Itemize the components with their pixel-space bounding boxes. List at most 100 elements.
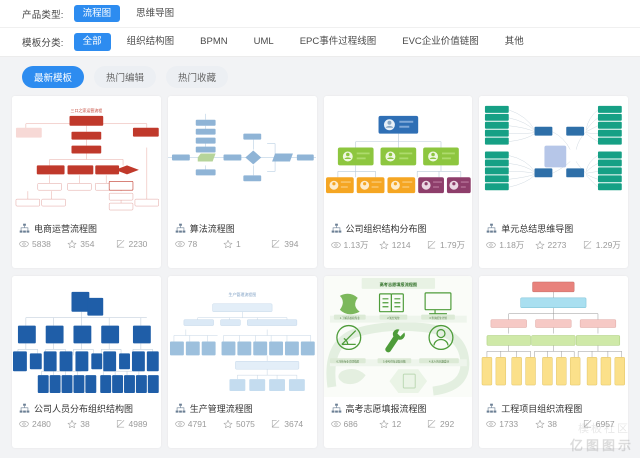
template-card[interactable]: 高考志愿填报流程图 1.了解: [323, 276, 473, 448]
category-chip-uml[interactable]: UML: [253, 36, 274, 48]
card-title-row: 公司人员分布组织结构图: [12, 398, 161, 417]
stat-views: 78: [175, 239, 213, 249]
stat-favorites-value: 1: [236, 239, 241, 249]
stat-favorites-value: 38: [547, 419, 557, 429]
hierarchy-icon: [19, 223, 30, 233]
template-thumbnail: [323, 96, 473, 218]
star-icon: [67, 419, 77, 429]
stat-edits-value: 292: [440, 419, 455, 429]
card-stats-row: 1.13万 1214 1.79万: [324, 237, 473, 257]
card-title-row: 电商运营流程图: [12, 218, 161, 237]
card-stats-row: 2480 38 4989: [12, 417, 161, 435]
svg-text:2.知分知位: 2.知分知位: [387, 316, 400, 320]
template-card[interactable]: 生产管理流程图: [167, 276, 317, 448]
thumbnail-art-red-flow: 三口之家运营流程: [12, 96, 161, 217]
card-title-text: 公司组织结构分布图: [345, 224, 427, 234]
eye-icon: [486, 420, 496, 428]
eye-icon: [175, 420, 185, 428]
thumbnail-art-pastel-org: [479, 276, 628, 397]
template-thumbnail: [12, 276, 161, 398]
svg-text:3.查询招生计划: 3.查询招生计划: [429, 316, 447, 320]
card-stats-row: 4791 5075 3674: [168, 417, 317, 435]
stat-favorites: 1214: [379, 240, 417, 250]
star-icon: [67, 239, 77, 249]
stat-favorites: 12: [379, 419, 417, 429]
edit-square-icon: [583, 419, 592, 428]
template-card-grid: 三口之家运营流程: [0, 96, 640, 448]
stat-views-value: 2480: [32, 419, 51, 429]
stat-favorites-value: 1214: [391, 240, 411, 250]
stat-favorites: 1: [223, 239, 261, 249]
edit-square-icon: [116, 419, 124, 428]
product-type-chip-mindmap[interactable]: 思维导图: [136, 7, 175, 19]
category-chip-bpmn[interactable]: BPMN: [200, 36, 228, 48]
sort-tabs: 最新模板 热门编辑 热门收藏: [0, 57, 640, 96]
sort-tab-popular-edits[interactable]: 热门编辑: [94, 65, 157, 88]
card-title-row: 算法流程图: [168, 218, 317, 237]
star-icon: [535, 419, 544, 429]
card-title-row: 工程项目组织流程图: [479, 398, 628, 417]
template-thumbnail: [167, 96, 317, 218]
product-type-chip-flowchart[interactable]: 流程图: [73, 4, 121, 23]
stat-views: 2480: [19, 419, 57, 429]
stat-edits-value: 3674: [284, 419, 304, 429]
stat-favorites: 354: [67, 239, 105, 249]
eye-icon: [330, 420, 341, 428]
stat-edits: 3674: [271, 419, 309, 429]
template-card[interactable]: 工程项目组织流程图 1733 38: [479, 276, 628, 448]
star-icon: [379, 240, 389, 250]
thumbnail-art-green-infographic: 高考志愿填报流程图 1.了解: [323, 276, 473, 397]
card-title-row: 高考志愿填报流程图: [324, 398, 473, 417]
stat-views-value: 1.18万: [499, 240, 525, 250]
stat-views-value: 1733: [499, 419, 519, 429]
star-icon: [223, 419, 233, 429]
svg-text:6.冷热专业合理搭配: 6.冷热专业合理搭配: [336, 359, 359, 363]
template-thumbnail: 生产管理流程图: [167, 276, 317, 398]
category-chip-evc[interactable]: EVC企业价值链图: [402, 36, 479, 48]
card-stats-row: 78 1 394: [168, 237, 317, 255]
hierarchy-icon: [331, 403, 341, 413]
star-icon: [223, 239, 233, 249]
stat-edits: 6957: [583, 419, 621, 429]
category-chip-all[interactable]: 全部: [73, 33, 111, 51]
thumbnail-art-color-org: [323, 96, 473, 217]
template-card[interactable]: 单元总结思维导图 1.18万 2273: [479, 96, 628, 268]
stat-views: 1.13万: [330, 239, 369, 251]
stat-views-value: 686: [343, 419, 358, 429]
stat-views-value: 4791: [187, 419, 207, 429]
card-stats-row: 5838 354 2230: [12, 237, 161, 255]
stat-edits: 1.79万: [427, 239, 465, 251]
hierarchy-icon: [331, 223, 341, 233]
edit-square-icon: [272, 419, 280, 428]
template-card[interactable]: 公司人员分布组织结构图 2480 38: [12, 276, 161, 448]
template-card[interactable]: 公司组织结构分布图 1.13万 1214: [323, 96, 473, 268]
card-title-text: 公司人员分布组织结构图: [34, 404, 134, 414]
category-chip-org-chart[interactable]: 组织结构图: [126, 36, 175, 48]
template-category-label: 模板分类:: [22, 38, 64, 49]
template-card[interactable]: 算法流程图 78 1: [167, 96, 317, 268]
svg-text:生产管理流程图: 生产管理流程图: [228, 292, 256, 297]
eye-icon: [19, 240, 29, 248]
sort-tab-newest[interactable]: 最新模板: [22, 65, 85, 88]
stat-edits-value: 4989: [128, 419, 148, 429]
stat-favorites-value: 354: [80, 239, 95, 249]
sort-tab-popular-favorites[interactable]: 热门收藏: [166, 65, 229, 88]
svg-text:4.本人的兴趣爱好: 4.本人的兴趣爱好: [428, 359, 449, 363]
card-title-text: 工程项目组织流程图: [501, 404, 583, 414]
stat-views: 5838: [19, 239, 57, 249]
category-chip-epc[interactable]: EPC事件过程线图: [299, 36, 377, 48]
card-title-text: 生产管理流程图: [189, 404, 253, 414]
stat-views: 4791: [175, 419, 213, 429]
stat-favorites-value: 38: [80, 419, 90, 429]
category-chip-other[interactable]: 其他: [504, 36, 524, 48]
eye-icon: [19, 420, 29, 428]
stat-favorites: 38: [67, 419, 105, 429]
svg-text:三口之家运营流程: 三口之家运营流程: [71, 108, 103, 113]
thumbnail-art-teal-mind: [479, 96, 628, 217]
hierarchy-icon: [486, 403, 497, 413]
edit-square-icon: [116, 239, 124, 248]
stat-edits: 394: [271, 239, 309, 249]
template-card[interactable]: 三口之家运营流程: [12, 96, 161, 268]
svg-text:高考志愿填报流程图: 高考志愿填报流程图: [379, 281, 416, 287]
